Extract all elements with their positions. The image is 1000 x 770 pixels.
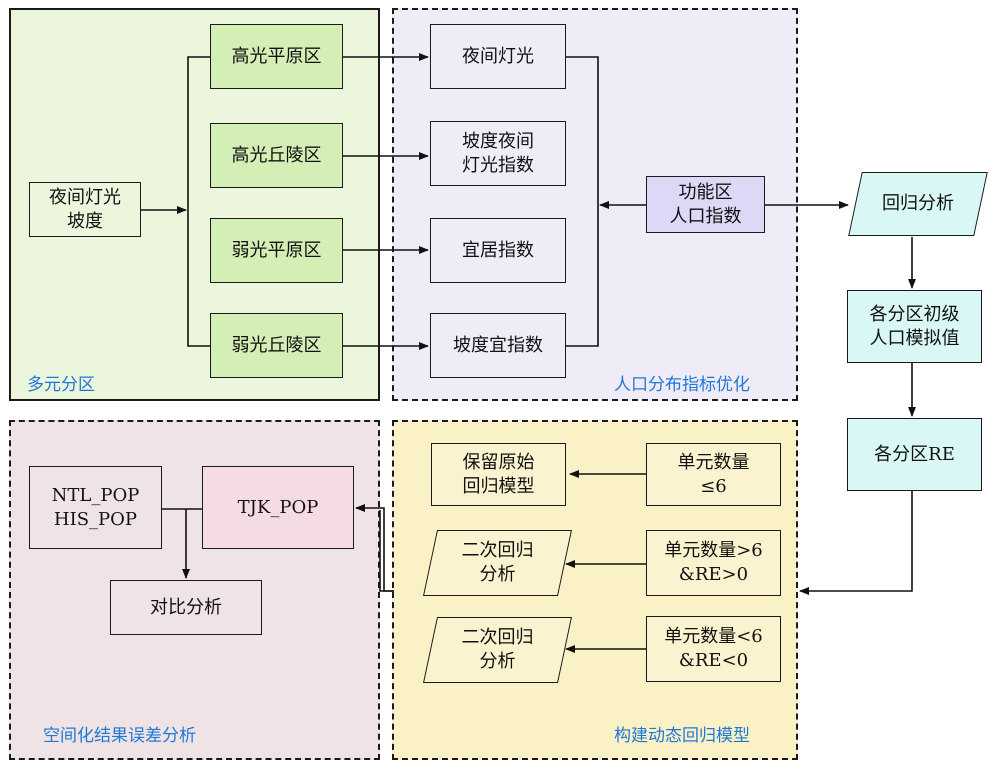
region-label-multi-zone: 多元分区 [27, 375, 95, 395]
region-label-indicator-optimization: 人口分布指标优化 [614, 375, 750, 395]
node-night-light: 夜间灯光 [430, 24, 566, 89]
node-quadratic-regression-1: 二次回归 分析 [422, 530, 573, 596]
node-unit-le6: 单元数量 ≤6 [646, 443, 781, 506]
node-ntl-his-pop: NTL_POP HIS_POP [29, 466, 162, 549]
node-weak-light-hill: 弱光丘陵区 [210, 313, 343, 378]
node-quadratic-regression-2: 二次回归 分析 [422, 617, 573, 683]
region-label-error-analysis: 空间化结果误差分析 [43, 726, 196, 746]
node-slope-ntl-index: 坡度夜间 灯光指数 [430, 121, 566, 186]
node-high-light-hill: 高光丘陵区 [210, 123, 343, 188]
node-livable-index: 宜居指数 [430, 218, 566, 283]
node-function-zone-pop-index: 功能区 人口指数 [646, 176, 765, 233]
node-slope-livable-index: 坡度宜指数 [430, 313, 566, 378]
node-high-light-plain: 高光平原区 [210, 24, 343, 89]
node-ntl-slope: 夜间灯光 坡度 [29, 182, 141, 237]
node-comparison-analysis: 对比分析 [110, 580, 262, 635]
region-label-dynamic-model: 构建动态回归模型 [614, 726, 750, 746]
node-unit-lt6-re-negative: 单元数量<6 &RE<0 [646, 616, 781, 682]
node-keep-original-model: 保留原始 回归模型 [431, 443, 566, 506]
node-zone-re: 各分区RE [847, 418, 982, 491]
node-weak-light-plain: 弱光平原区 [210, 218, 343, 283]
node-unit-gt6-re-positive: 单元数量>6 &RE>0 [646, 530, 781, 596]
node-initial-population-simulation: 各分区初级 人口模拟值 [847, 290, 982, 363]
node-regression-analysis: 回归分析 [848, 172, 988, 236]
node-tjk-pop: TJK_POP [202, 466, 354, 549]
